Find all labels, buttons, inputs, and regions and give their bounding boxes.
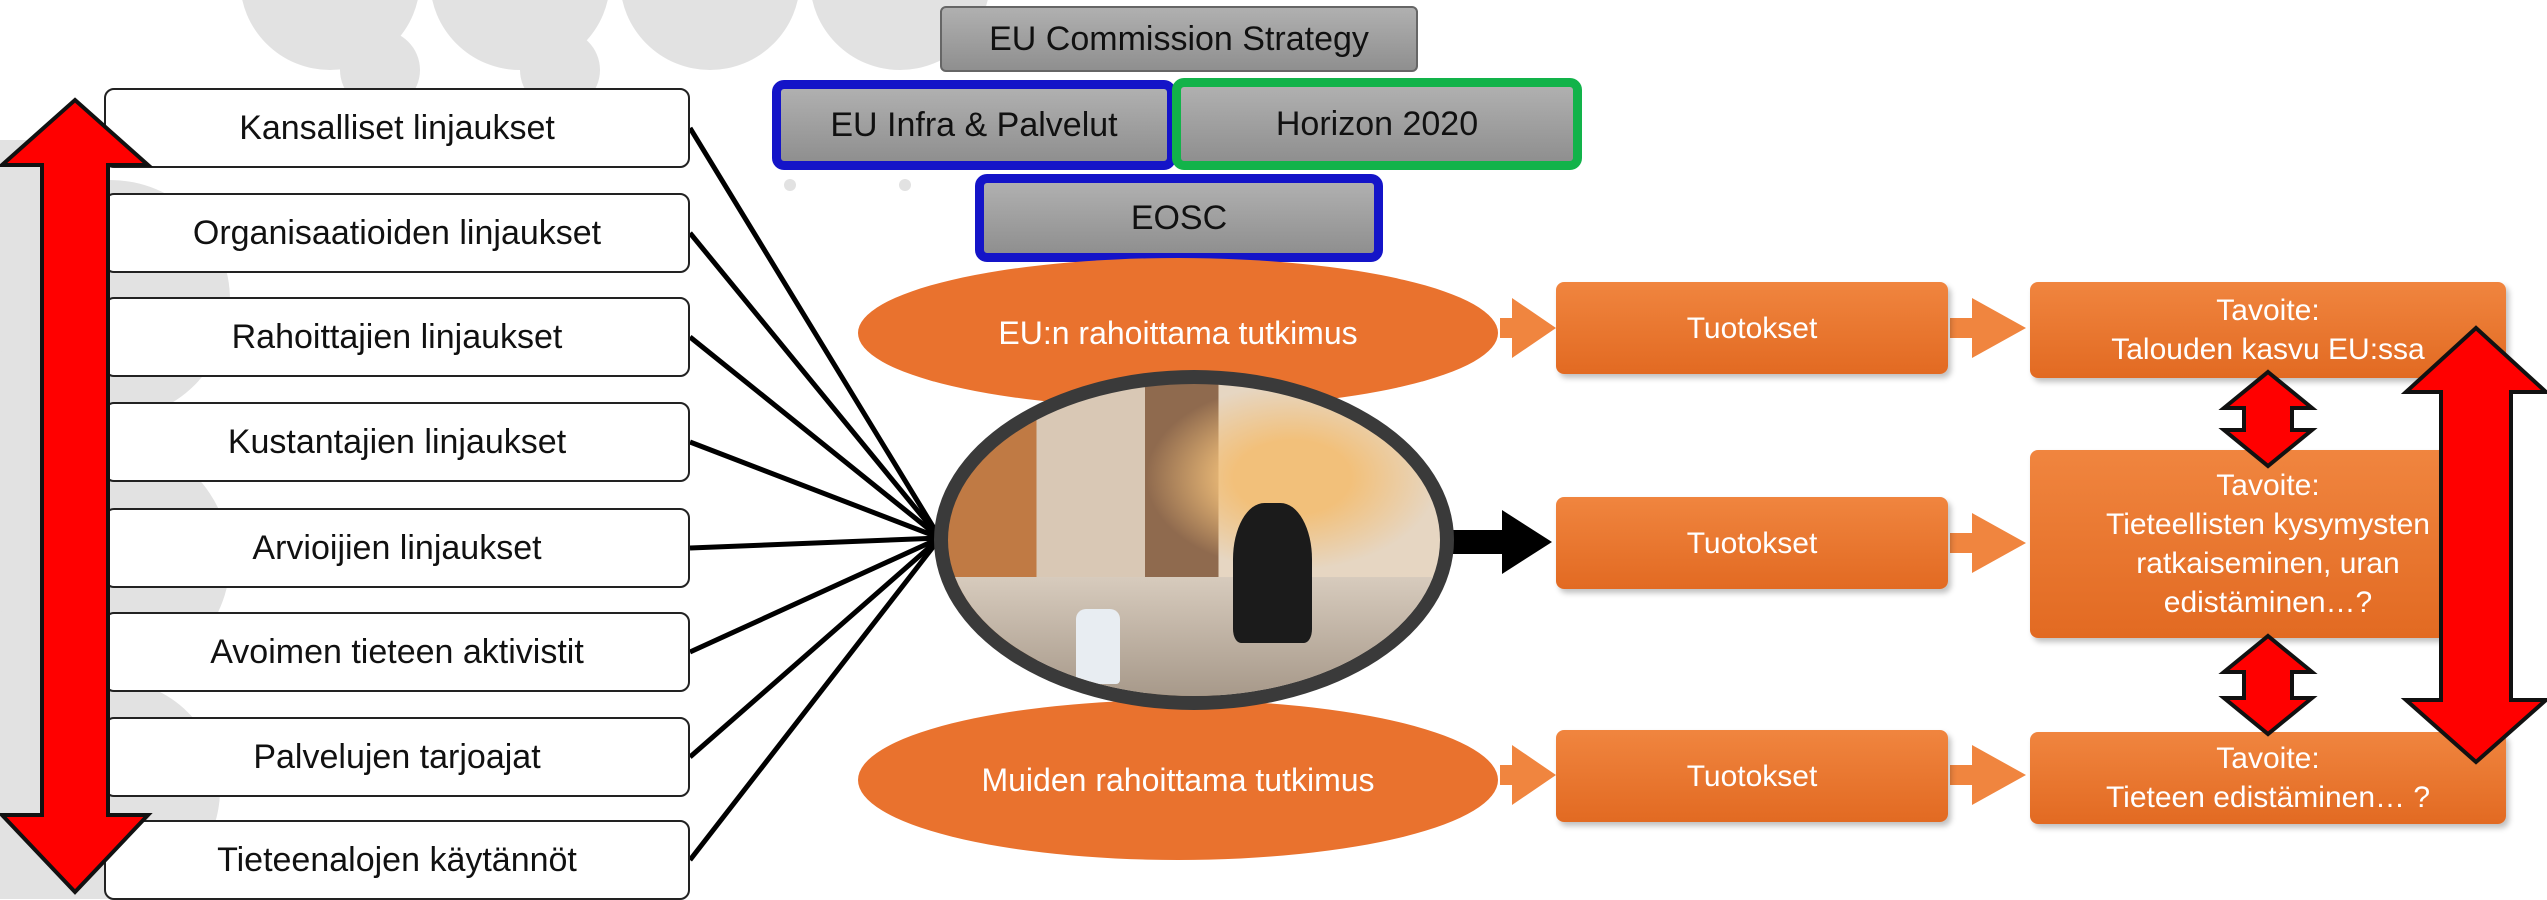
connector-line: [688, 536, 942, 759]
orange-arrow-icon: [1950, 745, 2026, 805]
horizon-2020-label: Horizon 2020: [1275, 104, 1479, 143]
orange-arrow-icon: [1950, 298, 2026, 358]
policy-box: Rahoittajien linjaukset: [104, 297, 690, 377]
goal-text: Tieteellisten kysymysten ratkaiseminen, …: [2106, 508, 2430, 619]
left-double-arrow-icon: [0, 97, 154, 895]
other-funded-research-label: Muiden rahoittama tutkimus: [981, 761, 1375, 798]
eu-infra-label: EU Infra & Palvelut: [830, 105, 1118, 144]
goal-heading: Tavoite:: [2216, 742, 2320, 775]
output-box: Tuotokset: [1556, 497, 1948, 589]
orange-arrow-icon: [1500, 745, 1556, 805]
policy-label: Kustantajien linjaukset: [227, 422, 567, 461]
connector-line: [689, 439, 941, 541]
lab-bottle: [1075, 608, 1121, 684]
policy-box: Kansalliset linjaukset: [104, 88, 690, 168]
connector-line: [688, 536, 942, 862]
goal-connector-arrow-icon: [2218, 633, 2318, 737]
policy-box: Kustantajien linjaukset: [104, 402, 690, 482]
eu-infra-box: EU Infra & Palvelut: [772, 80, 1176, 170]
eu-funded-research-label: EU:n rahoittama tutkimus: [998, 314, 1358, 351]
policy-label: Tieteenalojen käytännöt: [217, 840, 577, 879]
researcher-figure: [1233, 502, 1313, 643]
goal-text: Talouden kasvu EU:ssa: [2111, 333, 2425, 366]
eosc-label: EOSC: [1130, 198, 1228, 237]
black-arrow-icon: [1450, 510, 1552, 574]
goal-connector-arrow-icon: [2218, 369, 2318, 469]
connector-line: [687, 126, 943, 540]
eosc-box: EOSC: [975, 174, 1383, 262]
goal-heading: Tavoite:: [2216, 469, 2320, 502]
output-box: Tuotokset: [1556, 282, 1948, 374]
policy-box: Organisaatioiden linjaukset: [104, 193, 690, 273]
goal-box: Tavoite: Tieteen edistäminen… ?: [2030, 732, 2506, 824]
output-box: Tuotokset: [1556, 730, 1948, 822]
eu-commission-strategy-label: EU Commission Strategy: [989, 19, 1369, 58]
output-label: Tuotokset: [1686, 526, 1818, 560]
policy-label: Arvioijien linjaukset: [252, 528, 542, 567]
connector-line: [689, 535, 941, 551]
policy-label: Palvelujen tarjoajat: [253, 737, 541, 776]
eu-commission-strategy-box: EU Commission Strategy: [940, 6, 1418, 72]
policy-box: Avoimen tieteen aktivistit: [104, 612, 690, 692]
goal-heading: Tavoite:: [2216, 294, 2320, 327]
connector-line: [688, 335, 942, 540]
policy-label: Rahoittajien linjaukset: [231, 317, 563, 356]
right-double-arrow-icon: [2400, 325, 2547, 765]
goal-box: Tavoite: Tieteellisten kysymysten ratkai…: [2030, 450, 2506, 638]
policy-box: Arvioijien linjaukset: [104, 508, 690, 588]
policy-box: Palvelujen tarjoajat: [104, 717, 690, 797]
lab-photo: [934, 370, 1454, 710]
goal-box: Tavoite: Talouden kasvu EU:ssa: [2030, 282, 2506, 378]
goal-text: Tieteen edistäminen… ?: [2105, 781, 2431, 814]
policy-box: Tieteenalojen käytännöt: [104, 820, 690, 900]
output-label: Tuotokset: [1686, 759, 1818, 793]
policy-label: Kansalliset linjaukset: [239, 108, 555, 147]
orange-arrow-icon: [1950, 513, 2026, 573]
output-label: Tuotokset: [1686, 311, 1818, 345]
orange-arrow-icon: [1500, 298, 1556, 358]
connector-line: [688, 231, 942, 540]
horizon-2020-box: Horizon 2020: [1172, 78, 1582, 170]
connector-line: [688, 535, 942, 655]
lab-counter: [948, 577, 1440, 696]
policy-label: Organisaatioiden linjaukset: [192, 213, 602, 252]
policy-label: Avoimen tieteen aktivistit: [210, 632, 584, 671]
other-funded-research-ellipse: Muiden rahoittama tutkimus: [858, 700, 1498, 860]
